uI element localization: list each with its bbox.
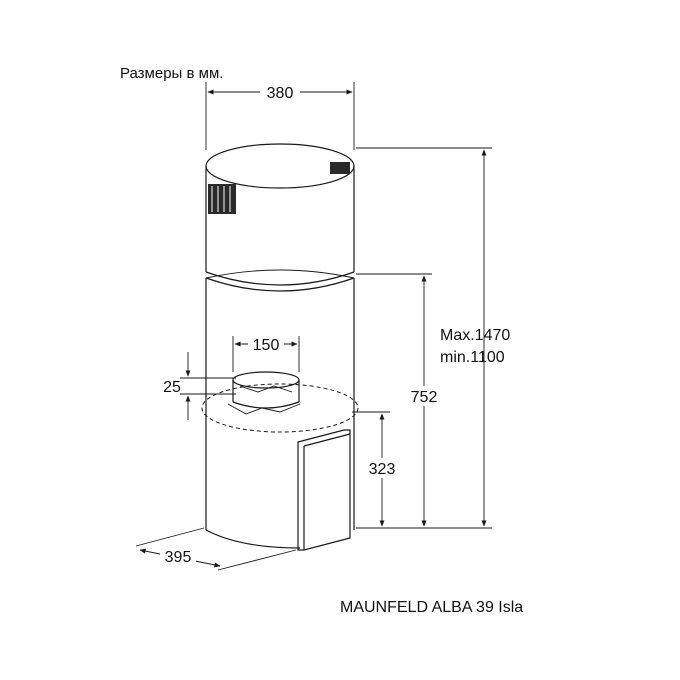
depth-label: 395 <box>165 549 192 566</box>
panel-height-label: 323 <box>369 461 396 478</box>
outlet-diameter-label: 150 <box>253 337 280 354</box>
top-width-label: 380 <box>267 85 294 102</box>
lower-height-label: 752 <box>411 389 438 406</box>
dim-lower-height: 752 <box>356 273 442 527</box>
vent-slots-right <box>330 162 350 174</box>
height-min-label: min.1100 <box>440 349 505 366</box>
model-name: MAUNFELD ALBA 39 Isla <box>340 599 523 616</box>
dim-panel-height: 323 <box>352 411 400 527</box>
vent-slots-left <box>208 184 236 214</box>
dim-overall-height: Max.1470 min.1100 <box>356 147 510 529</box>
height-max-label: Max.1470 <box>440 327 510 344</box>
outlet-height-label: 25 <box>163 379 181 396</box>
upper-cylinder <box>205 143 355 286</box>
lower-cylinder <box>201 269 359 549</box>
dim-outlet-diameter: 150 <box>232 334 300 372</box>
dim-depth: 395 <box>135 527 297 571</box>
units-note: Размеры в мм. <box>120 65 223 82</box>
dim-top-width: 380 <box>205 82 355 150</box>
dim-outlet-height: 25 <box>163 352 236 420</box>
control-panel <box>297 429 351 551</box>
